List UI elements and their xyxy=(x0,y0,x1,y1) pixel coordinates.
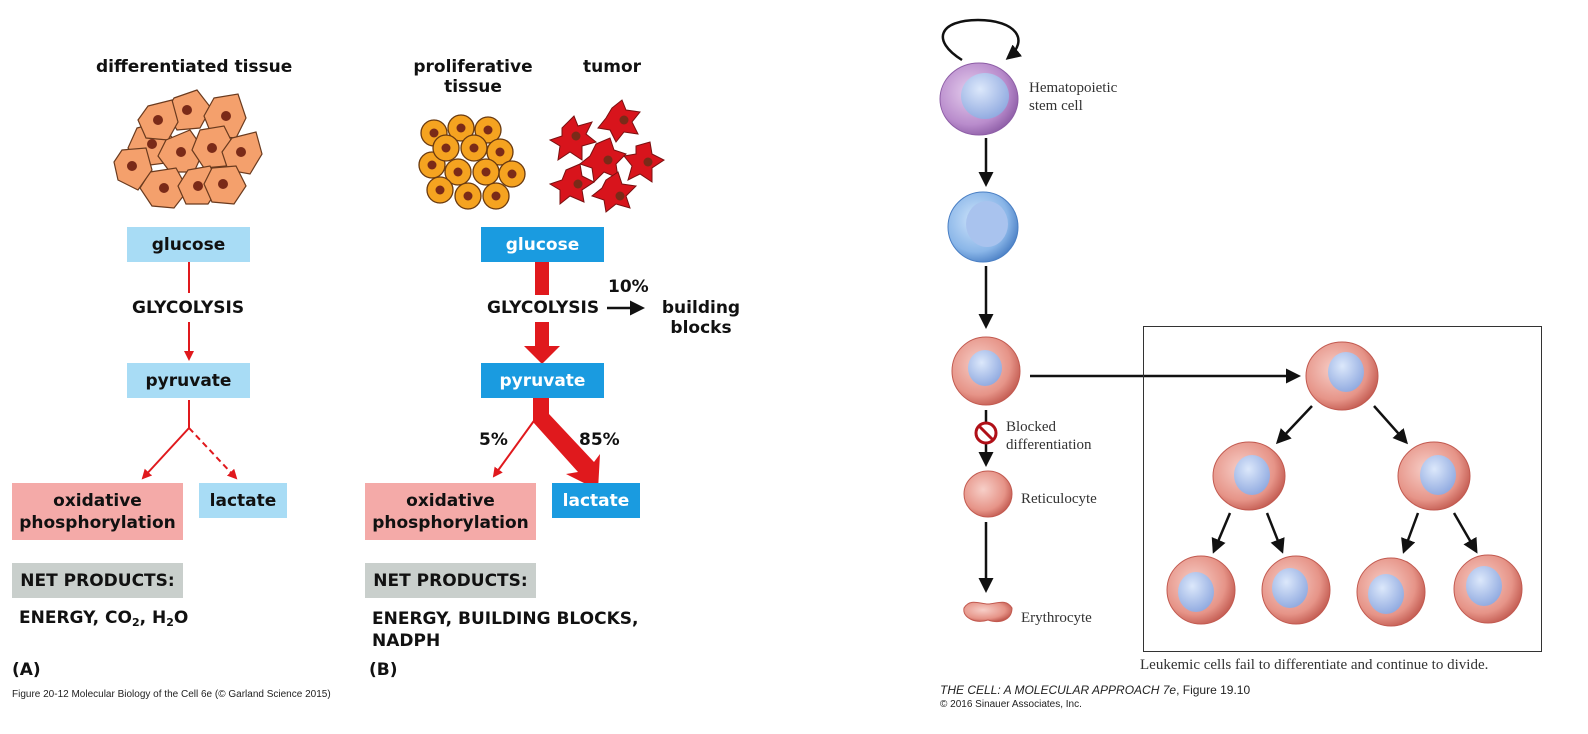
blocked-icon xyxy=(974,421,998,445)
lactate-box-a: lactate xyxy=(199,483,287,518)
erythroid-precursor-cell xyxy=(951,336,1021,406)
products-a-part1: ENERGY, CO xyxy=(19,608,132,628)
building-line: building xyxy=(661,298,741,318)
erythrocyte-cell xyxy=(963,601,1013,622)
net-products-box-b: NET PRODUCTS: xyxy=(365,563,536,598)
figure-caption-a: Figure 20-12 Molecular Biology of the Ce… xyxy=(12,689,331,700)
net-products-box-a: NET PRODUCTS: xyxy=(12,563,183,598)
stem-label-line2: stem cell xyxy=(1029,98,1083,114)
leukemic-division-arrows xyxy=(1211,405,1478,554)
credit-title: THE CELL: A MOLECULAR APPROACH 7e xyxy=(940,683,1177,697)
pyruvate-box-a: pyruvate xyxy=(127,363,250,398)
progenitor-cell xyxy=(947,191,1019,263)
blocks-line: blocks xyxy=(670,318,732,338)
tumor-cells xyxy=(548,99,665,213)
thick-arrow-to-lactate-b xyxy=(533,398,600,490)
panel-b-letter: (B) xyxy=(369,660,398,680)
building-blocks-label: building blocks xyxy=(656,298,746,338)
oxidative-label-b: oxidative xyxy=(406,490,495,511)
oxidative-label-a: oxidative xyxy=(53,490,142,511)
ten-percent-label: 10% xyxy=(608,277,649,297)
thick-arrow-glycolysis-pyruvate-b xyxy=(524,322,560,364)
arrow-to-oxidative-b xyxy=(492,417,537,478)
leukemic-cells-group xyxy=(1166,341,1523,627)
blocked-line1: Blocked xyxy=(1006,419,1056,435)
leukemic-cells-frame xyxy=(1143,326,1542,652)
glycolysis-label-b: GLYCOLYSIS xyxy=(487,298,600,318)
blocked-line2: differentiation xyxy=(1006,437,1092,453)
proliferative-tissue-label: proliferative tissue xyxy=(408,57,538,97)
self-renewal-arrow xyxy=(941,18,1023,62)
products-a-sub2: 2 xyxy=(166,616,174,629)
eighty-five-percent-label: 85% xyxy=(579,430,620,450)
oxidative-phosphorylation-box-b: oxidative phosphorylation xyxy=(365,483,536,540)
products-a-part3: O xyxy=(173,608,189,628)
products-a-part2: , H xyxy=(139,608,167,628)
glycolysis-label-a: GLYCOLYSIS xyxy=(132,298,245,318)
leukemic-caption: Leukemic cells fail to differentiate and… xyxy=(1140,657,1489,673)
proliferative-line: proliferative xyxy=(413,57,533,77)
reticulocyte-label: Reticulocyte xyxy=(1021,491,1097,507)
hematopoietic-stem-cell-label: Hematopoietic stem cell xyxy=(1029,79,1117,115)
copyright-line: © 2016 Sinauer Associates, Inc. xyxy=(940,699,1082,710)
glucose-box-b: glucose xyxy=(481,227,604,262)
tumor-label: tumor xyxy=(583,57,642,77)
thick-arrow-glucose-glycolysis-b xyxy=(535,262,549,295)
phosphorylation-label-a: phosphorylation xyxy=(19,512,176,533)
oxidative-phosphorylation-box-a: oxidative phosphorylation xyxy=(12,483,183,540)
phosphorylation-label-b: phosphorylation xyxy=(372,512,529,533)
stem-label-line1: Hematopoietic xyxy=(1029,80,1118,96)
glucose-box-a: glucose xyxy=(127,227,250,262)
differentiated-tissue-label: differentiated tissue xyxy=(96,57,293,77)
proliferative-tissue-cells xyxy=(418,114,526,210)
panel-a-letter: (A) xyxy=(12,660,41,680)
five-percent-label: 5% xyxy=(479,430,508,450)
products-b-line2: NADPH xyxy=(372,631,441,651)
blocked-differentiation-label: Blocked differentiation xyxy=(1006,418,1092,454)
net-products-value-a: ENERGY, CO2, H2O xyxy=(19,608,188,633)
proliferative-tissue-nuclei xyxy=(427,123,517,201)
tissue-line: tissue xyxy=(444,77,502,97)
products-a-sub1: 2 xyxy=(131,616,140,629)
arrow-to-oxidative-a xyxy=(141,427,190,480)
pyruvate-box-b: pyruvate xyxy=(481,363,604,398)
reticulocyte-cell xyxy=(963,470,1013,518)
credit-line: THE CELL: A MOLECULAR APPROACH 7e, Figur… xyxy=(940,683,1250,697)
dashed-arrow-to-lactate-a xyxy=(188,427,238,480)
erythrocyte-label: Erythrocyte xyxy=(1021,610,1092,626)
credit-figure: , Figure 19.10 xyxy=(1176,683,1251,697)
lactate-box-b: lactate xyxy=(552,483,640,518)
hematopoietic-stem-cell xyxy=(939,62,1019,136)
tumor-nuclei xyxy=(571,115,653,201)
products-b-line1: ENERGY, BUILDING BLOCKS, xyxy=(372,609,639,629)
differentiated-tissue-nuclei xyxy=(127,105,246,193)
net-products-value-b: ENERGY, BUILDING BLOCKS, NADPH xyxy=(372,608,638,652)
